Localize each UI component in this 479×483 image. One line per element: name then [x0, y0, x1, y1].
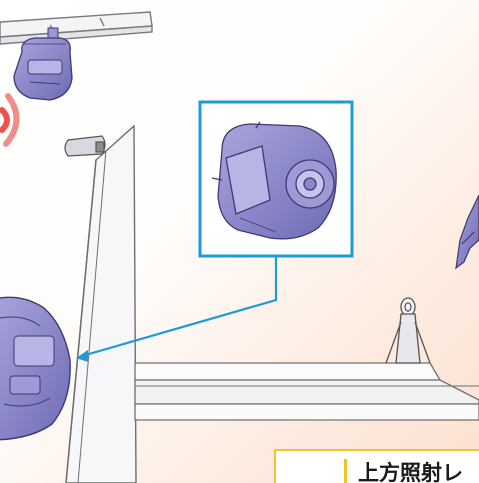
wall-fixture — [64, 135, 106, 157]
tripod-icon — [385, 297, 431, 364]
left-laser-device-icon — [0, 296, 71, 441]
callout-text: 上方照射レ — [358, 461, 463, 483]
ceiling-beam — [0, 11, 153, 45]
floor-slab — [134, 362, 479, 421]
callout-box: 上方照射レ — [274, 449, 479, 483]
laser-signal-icon — [0, 93, 20, 147]
callout-accent-bar — [344, 459, 347, 483]
zoomed-laser-device-icon — [211, 121, 337, 240]
leader-line — [76, 256, 278, 362]
wall-pillar — [65, 124, 137, 483]
ceiling-laser-device-icon — [13, 27, 73, 101]
right-edge-device-icon — [455, 194, 479, 270]
